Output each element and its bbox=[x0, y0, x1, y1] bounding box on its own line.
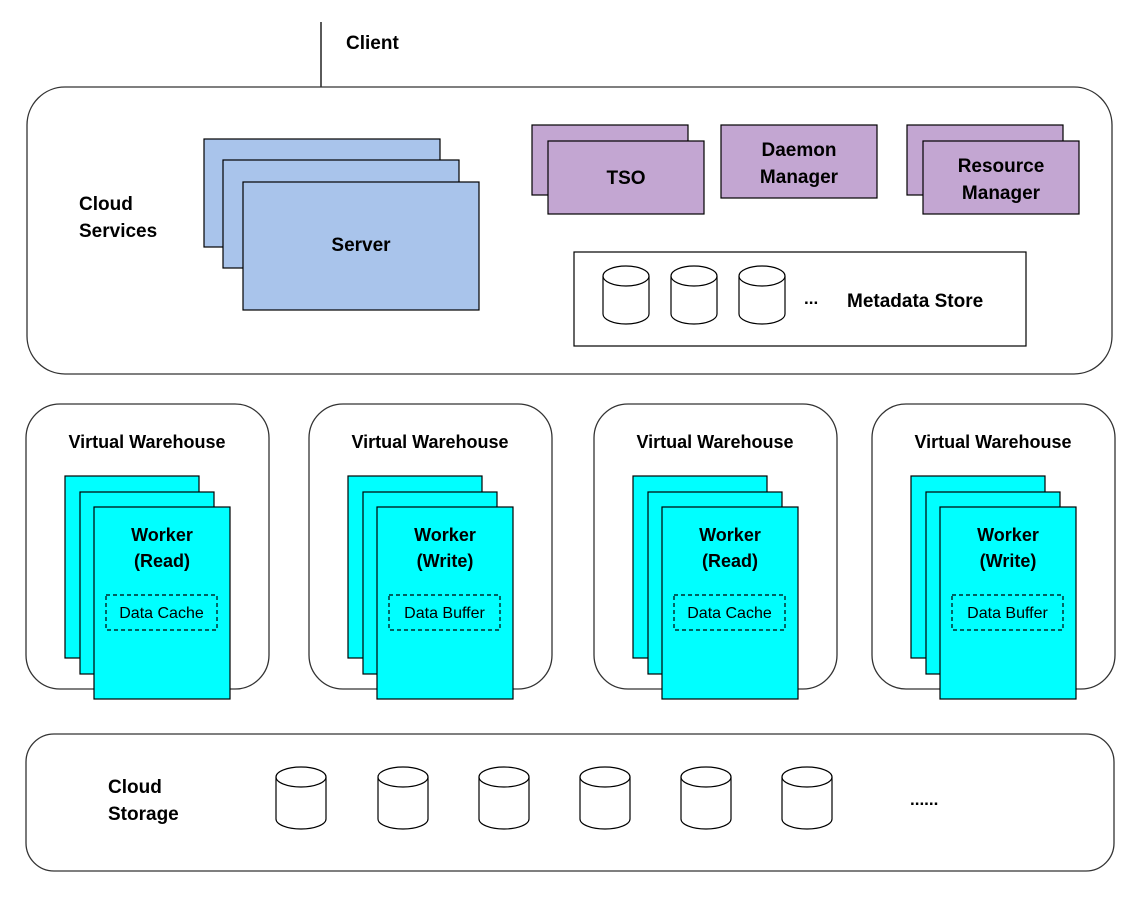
worker-label-2: (Read) bbox=[134, 551, 190, 571]
storage-db-icon bbox=[680, 766, 732, 830]
storage-db-icon bbox=[377, 766, 429, 830]
daemon-manager: Daemon Manager bbox=[720, 124, 878, 199]
metadata-db-icon bbox=[738, 265, 786, 325]
data-cache-box bbox=[105, 594, 218, 631]
warehouse-title: Virtual Warehouse bbox=[636, 432, 793, 452]
metadata-ellipsis: ... bbox=[804, 289, 818, 308]
server-stack: Server bbox=[203, 138, 480, 311]
metadata-db-icon bbox=[670, 265, 718, 325]
warehouse-title: Virtual Warehouse bbox=[351, 432, 508, 452]
server-box bbox=[242, 181, 480, 311]
metadata-store-label: Metadata Store bbox=[847, 291, 983, 312]
daemon-manager-label-1: Daemon bbox=[762, 140, 837, 161]
client-label: Client bbox=[346, 33, 399, 54]
data-cache-label: Data Cache bbox=[687, 605, 772, 622]
data-buffer-label: Data Buffer bbox=[967, 605, 1048, 622]
worker-label-2: (Write) bbox=[980, 551, 1037, 571]
virtual-warehouse: Virtual Warehouse Worker (Read) Data Cac… bbox=[593, 403, 838, 700]
server-label: Server bbox=[331, 235, 391, 256]
worker-label-2: (Read) bbox=[702, 551, 758, 571]
storage-db-icon bbox=[781, 766, 833, 830]
cloud-storage-label: Cloud bbox=[108, 777, 162, 798]
worker-label-1: Worker bbox=[414, 525, 476, 545]
virtual-warehouse: Virtual Warehouse Worker (Read) Data Cac… bbox=[25, 403, 270, 700]
metadata-db-icon bbox=[602, 265, 650, 325]
data-buffer-box bbox=[388, 594, 501, 631]
resource-manager-label-1: Resource bbox=[958, 156, 1045, 177]
resource-manager-box bbox=[922, 140, 1080, 215]
virtual-warehouse: Virtual Warehouse Worker (Write) Data Bu… bbox=[871, 403, 1116, 700]
worker-box bbox=[376, 506, 514, 700]
worker-box bbox=[939, 506, 1077, 700]
warehouse-title: Virtual Warehouse bbox=[68, 432, 225, 452]
cloud-services-label-2: Services bbox=[79, 221, 157, 242]
cloud-services-label: Cloud bbox=[79, 194, 133, 215]
tso-stack: TSO bbox=[531, 124, 705, 215]
data-cache-box bbox=[673, 594, 786, 631]
storage-db-icon bbox=[579, 766, 631, 830]
warehouse-title: Virtual Warehouse bbox=[914, 432, 1071, 452]
cloud-storage-panel: Cloud Storage ...... bbox=[25, 733, 1115, 872]
worker-label-2: (Write) bbox=[417, 551, 474, 571]
daemon-manager-label-2: Manager bbox=[760, 167, 839, 188]
resource-manager-stack: Resource Manager bbox=[906, 124, 1080, 215]
worker-box bbox=[661, 506, 799, 700]
virtual-warehouse: Virtual Warehouse Worker (Write) Data Bu… bbox=[308, 403, 553, 700]
worker-label-1: Worker bbox=[977, 525, 1039, 545]
data-buffer-box bbox=[951, 594, 1064, 631]
storage-db-icon bbox=[478, 766, 530, 830]
tso-label: TSO bbox=[606, 168, 645, 189]
data-cache-label: Data Cache bbox=[119, 605, 204, 622]
resource-manager-label-2: Manager bbox=[962, 183, 1041, 204]
metadata-store: ... Metadata Store bbox=[573, 251, 1027, 347]
cloud-storage-label-2: Storage bbox=[108, 804, 179, 825]
storage-ellipsis: ...... bbox=[910, 790, 938, 809]
worker-label-1: Worker bbox=[699, 525, 761, 545]
worker-box bbox=[93, 506, 231, 700]
worker-label-1: Worker bbox=[131, 525, 193, 545]
tso-box bbox=[547, 140, 705, 215]
storage-db-icon bbox=[275, 766, 327, 830]
data-buffer-label: Data Buffer bbox=[404, 605, 485, 622]
